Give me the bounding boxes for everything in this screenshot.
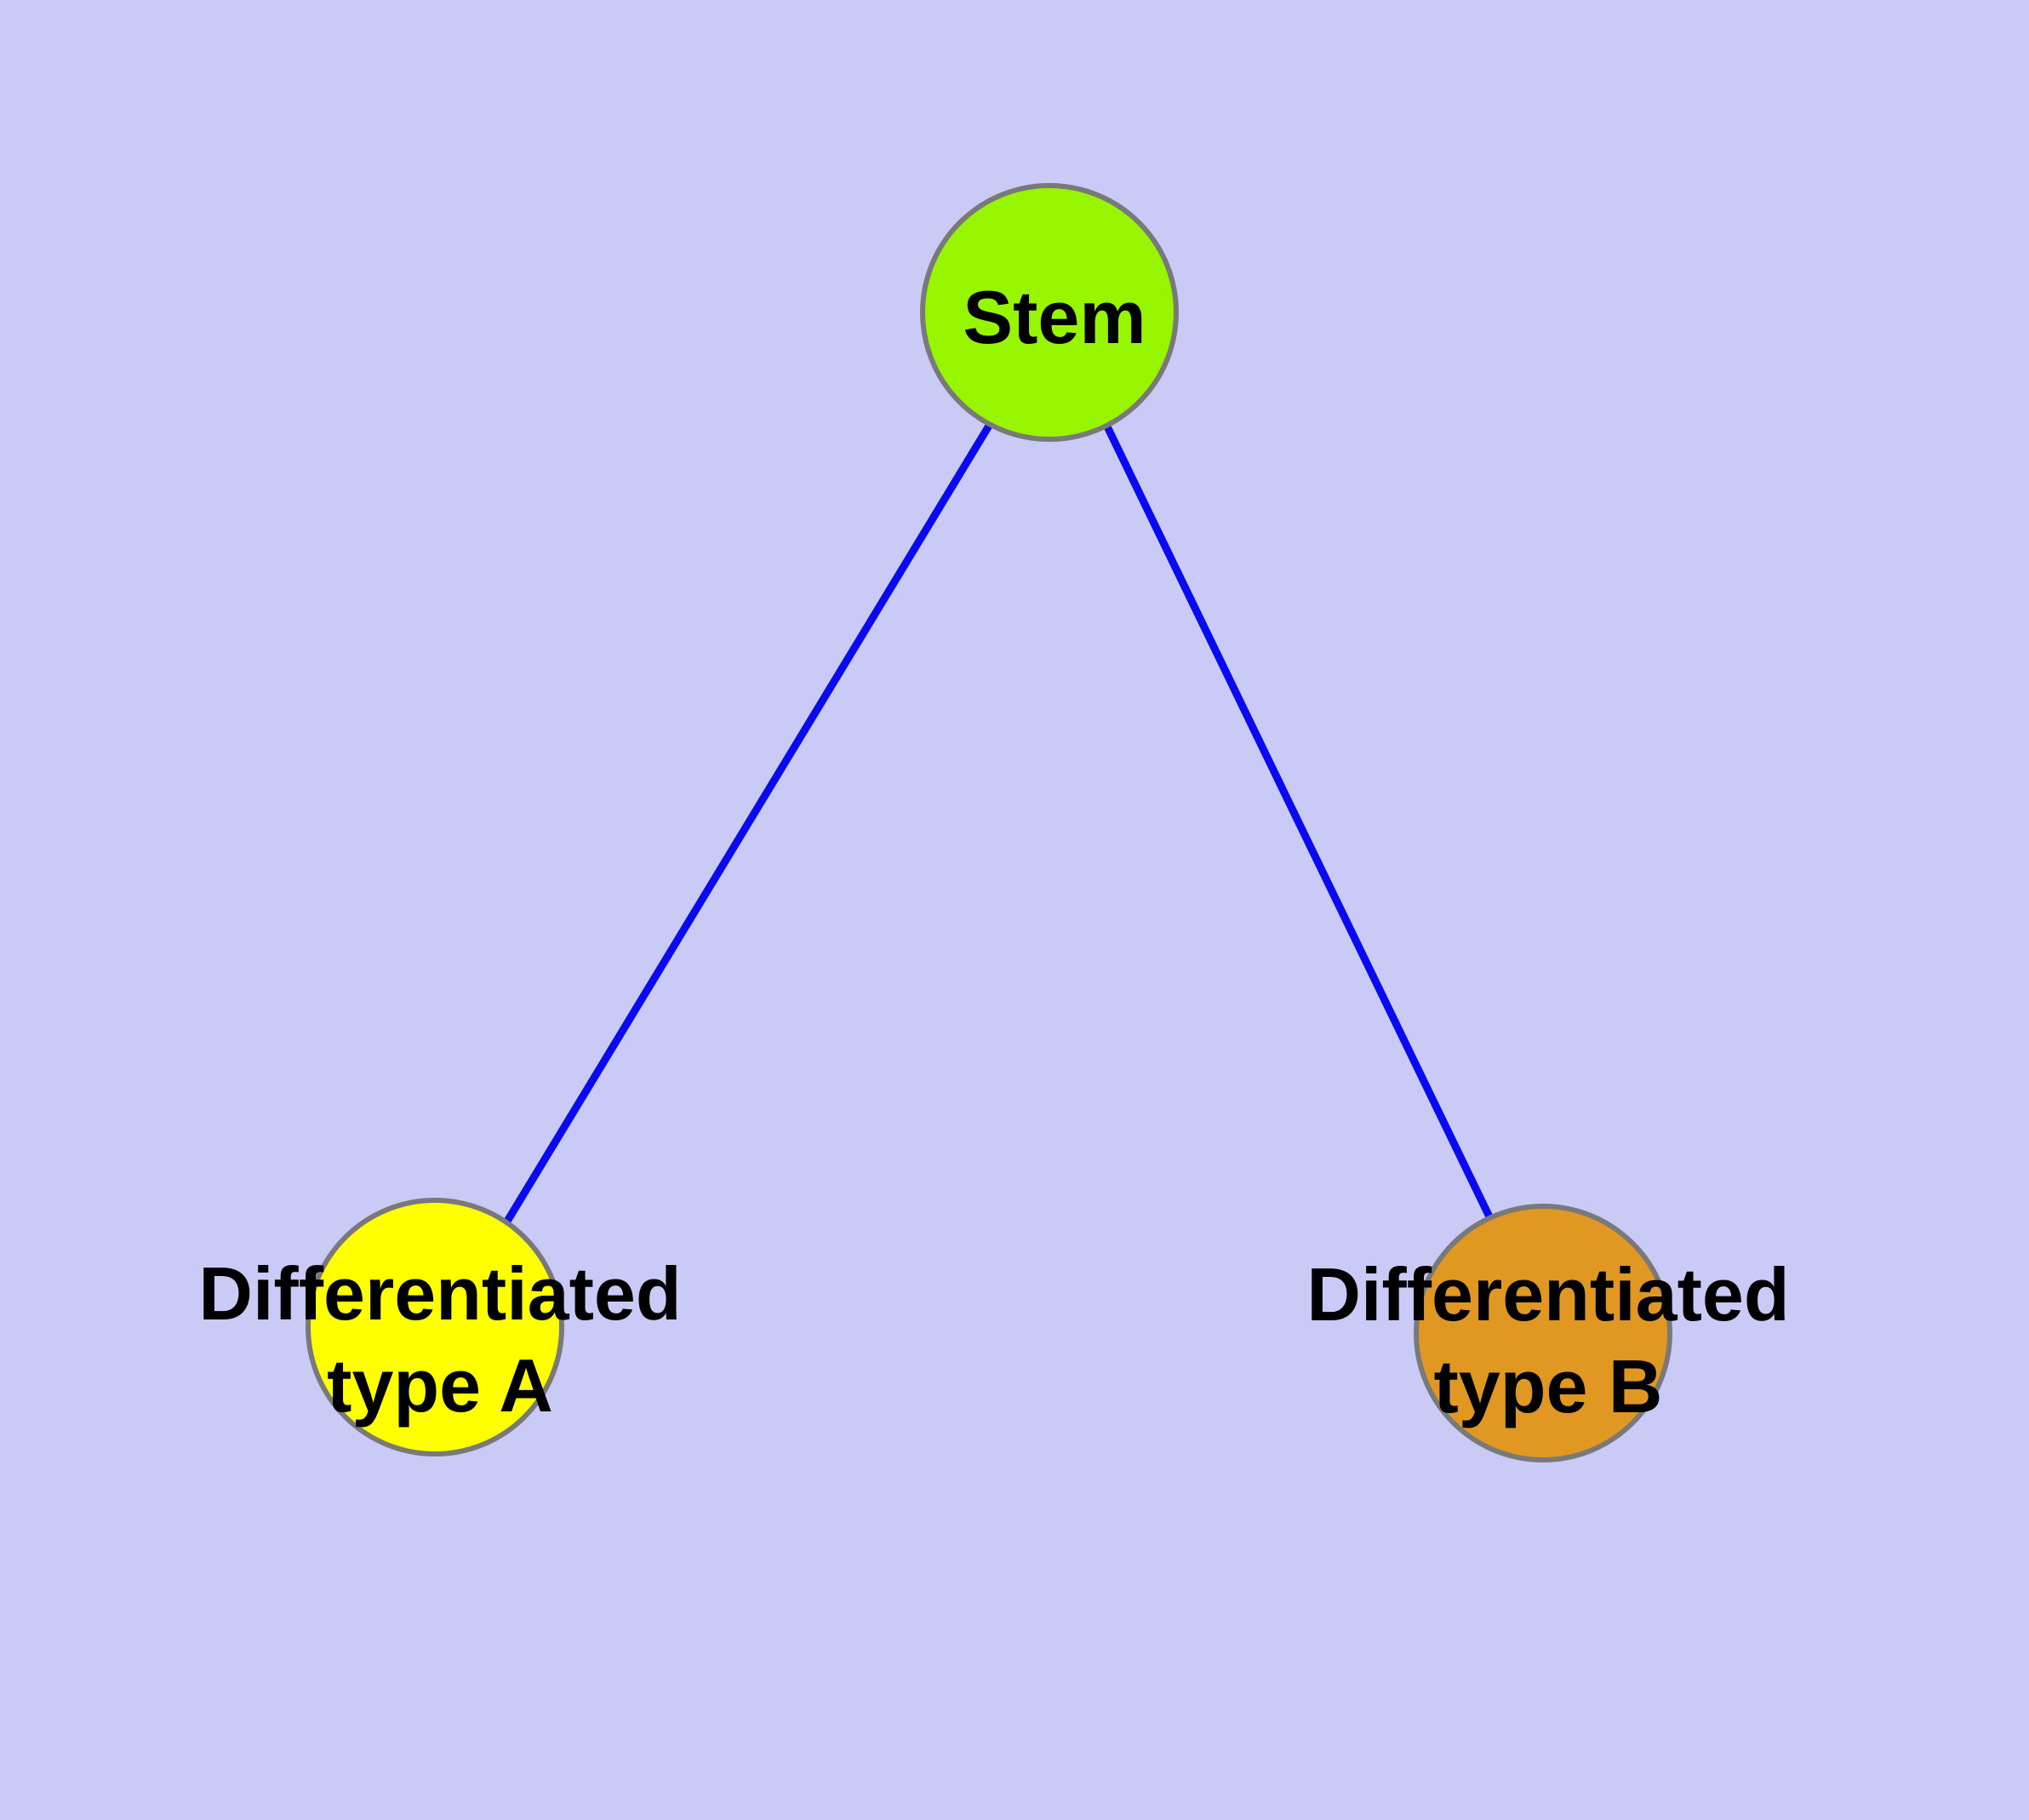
node-differentiated-type-a[interactable] [306, 1198, 564, 1457]
node-differentiated-type-b[interactable] [1414, 1204, 1672, 1462]
node-stem-label: Stem [963, 272, 1146, 363]
edge-stem-to-type-b [1050, 316, 1552, 1340]
node-differentiated-type-b-label: Differentiated type B [1306, 1249, 1789, 1433]
node-stem[interactable] [920, 183, 1179, 442]
node-type-a-label-line-2: type A [327, 1343, 553, 1428]
node-type-a-label-line-1: Differentiated [198, 1251, 682, 1336]
node-type-b-label-line-1: Differentiated [1306, 1252, 1790, 1336]
node-stem-label-line: Stem [963, 275, 1146, 359]
node-type-b-label-line-2: type B [1433, 1344, 1663, 1428]
node-differentiated-type-a-label: Differentiated type A [198, 1248, 681, 1432]
edge-stem-to-type-a [437, 315, 1058, 1335]
